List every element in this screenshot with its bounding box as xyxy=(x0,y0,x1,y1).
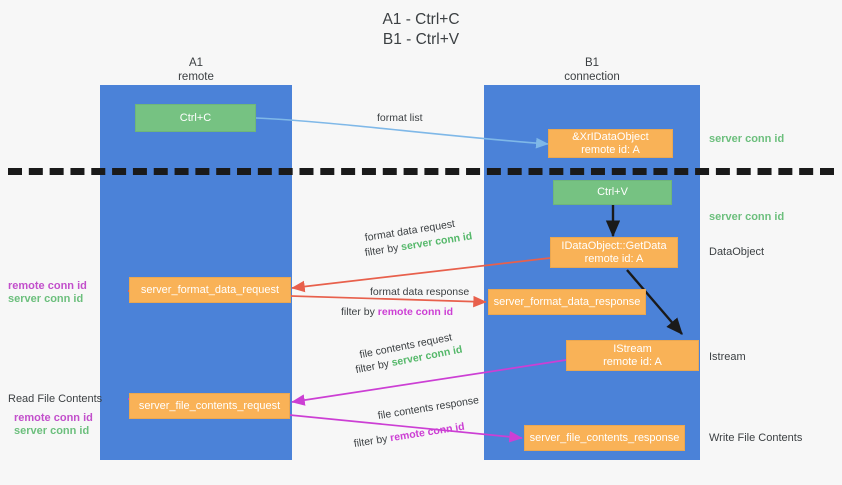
node-server-file-contents-request[interactable]: server_file_contents_request xyxy=(129,393,290,419)
node-idataobject[interactable]: &XrIDataObject remote id: A xyxy=(548,129,673,158)
lane-header-b1-name: B1 xyxy=(584,57,600,69)
lane-header-b1: B1 connection xyxy=(484,57,700,84)
edge-label-format-list: format list xyxy=(377,112,423,124)
filter-prefix: filter by xyxy=(341,306,378,318)
node-server-file-contents-response-label: server_file_contents_response xyxy=(529,431,680,444)
title-line-1: A1 - Ctrl+C xyxy=(382,11,460,28)
edge-label-format-data-response: format data response xyxy=(370,286,470,298)
node-ctrl-v[interactable]: Ctrl+V xyxy=(553,180,672,205)
note-dataobject: DataObject xyxy=(709,246,765,258)
node-server-format-data-response-label: server_format_data_response xyxy=(493,295,641,308)
title-line-2: B1 - Ctrl+V xyxy=(382,31,460,48)
arrow-format-data-request xyxy=(291,257,551,293)
edge-label-format-data-response-filter: filter by remote conn id xyxy=(341,305,453,319)
note-write-file-contents: Write File Contents xyxy=(709,432,803,444)
arrow-format-list xyxy=(255,117,549,149)
node-server-file-contents-request-label: server_file_contents_request xyxy=(138,399,281,412)
note-read-file-contents: Read File Contents xyxy=(8,393,103,405)
node-idataobject-line2: remote id: A xyxy=(581,143,640,156)
lane-header-a1-role: remote xyxy=(178,70,214,83)
note-remote-conn-id-2: remote conn id xyxy=(14,412,93,424)
phase-divider xyxy=(8,168,834,175)
lane-header-b1-role: connection xyxy=(564,70,620,83)
page-title: A1 - Ctrl+C B1 - Ctrl+V xyxy=(0,10,842,50)
note-server-conn-id-2: server conn id xyxy=(14,425,90,437)
node-istream-line2: remote id: A xyxy=(603,355,662,368)
arrow-getdata-to-istream xyxy=(626,269,683,335)
node-ctrl-v-label: Ctrl+V xyxy=(597,186,628,198)
lane-header-a1: A1 remote xyxy=(100,57,292,84)
note-server-conn-id-mid: server conn id xyxy=(709,211,785,223)
lane-header-a1-name: A1 xyxy=(188,57,204,69)
filter-value-remote-conn-id: remote conn id xyxy=(377,306,454,318)
note-istream: Istream xyxy=(709,351,746,363)
node-server-format-data-request[interactable]: server_format_data_request xyxy=(129,277,291,303)
node-server-format-data-request-label: server_format_data_request xyxy=(140,283,280,296)
node-istream-line1: IStream xyxy=(613,342,652,355)
node-getdata-line1: IDataObject::GetData xyxy=(561,239,667,252)
node-idataobject-line1: &XrIDataObject xyxy=(572,130,649,143)
arrow-file-contents-request xyxy=(291,359,567,406)
note-server-conn-id-1: server conn id xyxy=(8,293,84,305)
node-getdata-line2: remote id: A xyxy=(584,252,644,265)
node-ctrl-c-label: Ctrl+C xyxy=(179,111,212,124)
node-ctrl-c[interactable]: Ctrl+C xyxy=(135,104,256,132)
node-server-file-contents-response[interactable]: server_file_contents_response xyxy=(524,425,685,451)
node-server-format-data-response[interactable]: server_format_data_response xyxy=(488,289,646,315)
node-istream[interactable]: IStream remote id: A xyxy=(566,340,699,371)
note-server-conn-id-top: server conn id xyxy=(709,133,785,145)
node-idataobject-getdata[interactable]: IDataObject::GetData remote id: A xyxy=(550,237,678,268)
note-remote-conn-id-1: remote conn id xyxy=(8,280,87,292)
